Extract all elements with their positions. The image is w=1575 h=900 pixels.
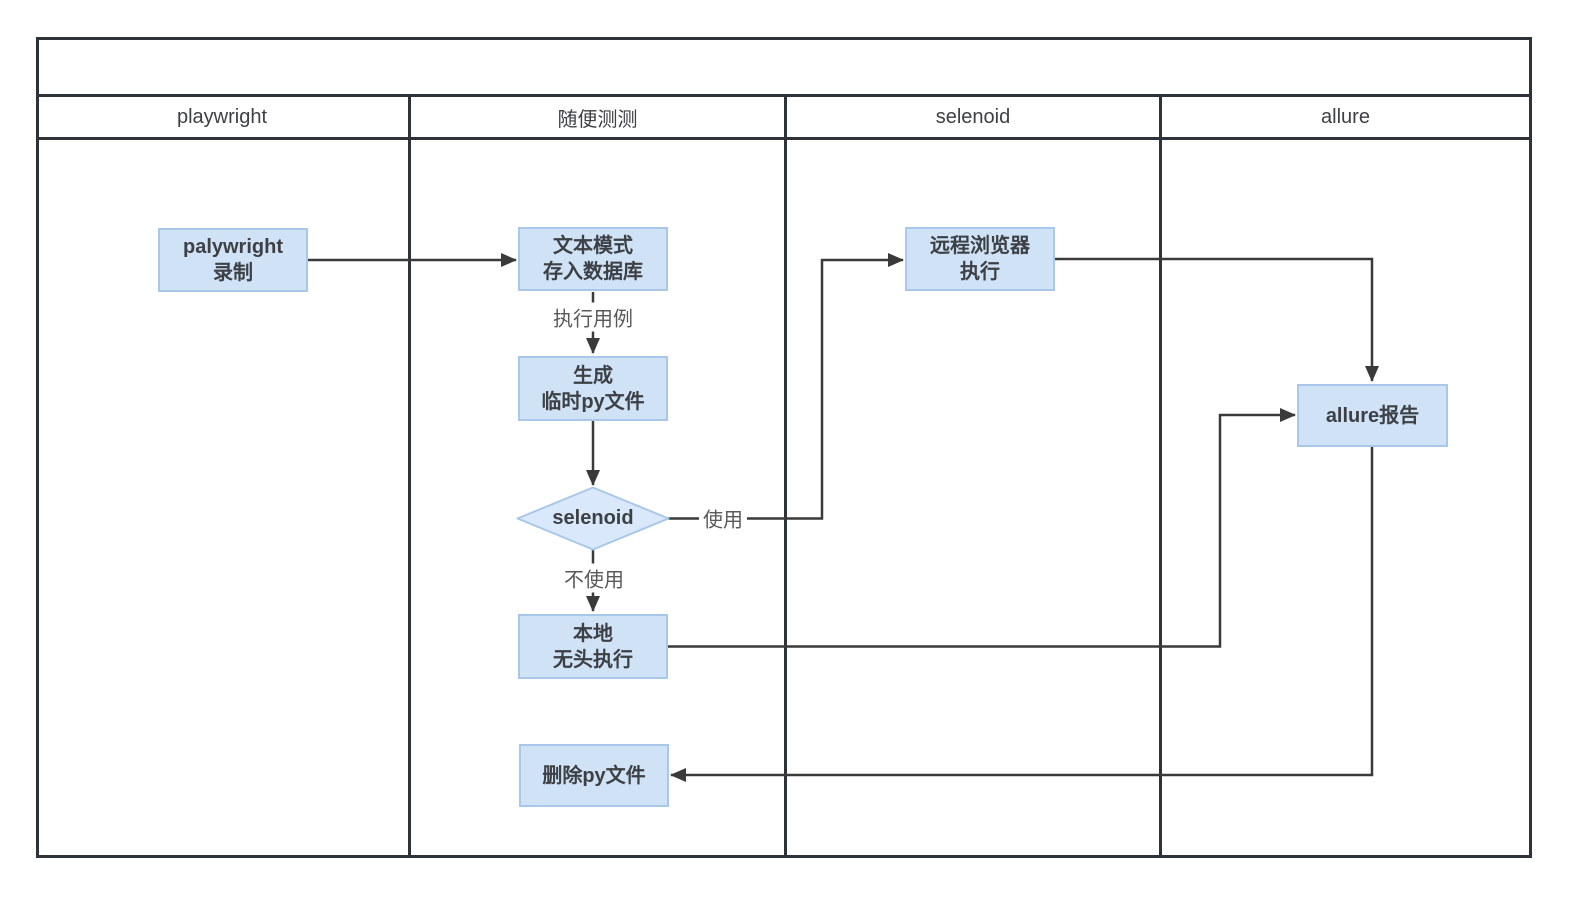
node-generate-temp-py: 生成 临时py文件 — [518, 356, 668, 421]
decision-selenoid-label: selenoid — [518, 488, 668, 549]
pool-title-row — [39, 40, 1529, 94]
node-label-line: 删除py文件 — [542, 764, 646, 787]
lane-header-playwright: playwright — [36, 97, 408, 137]
node-label-line: palywright — [182, 236, 283, 258]
node-label-line: 无头执行 — [553, 648, 633, 671]
node-label-line: 存入数据库 — [543, 261, 643, 283]
lane-header-label: selenoid — [935, 105, 1011, 128]
edge-label-not-use: 不使用 — [560, 563, 628, 593]
node-label-line: 临时py文件 — [541, 390, 645, 413]
node-label-line: 生成 — [573, 364, 613, 387]
node-save-to-database: 文本模式 存入数据库 — [518, 227, 668, 291]
node-label-line: 执行 — [960, 261, 1000, 283]
lane-header-label: playwright — [176, 105, 268, 128]
node-delete-py-file: 删除py文件 — [519, 744, 669, 807]
node-label-line: 远程浏览器 — [930, 235, 1030, 257]
lane-divider — [784, 94, 787, 858]
lane-header-selenoid: selenoid — [787, 97, 1159, 137]
node-local-headless-exec: 本地 无头执行 — [518, 614, 668, 679]
lane-divider — [408, 94, 411, 858]
node-allure-report: allure报告 — [1297, 384, 1448, 447]
lane-header-allure: allure — [1162, 97, 1529, 137]
node-playwright-record: palywright 录制 — [158, 228, 308, 292]
edge-label-execute-case: 执行用例 — [549, 302, 637, 332]
lane-header-suibiancece: 随便测测 — [411, 97, 784, 137]
node-label-line: allure报告 — [1325, 404, 1420, 427]
node-label-line: selenoid — [552, 507, 634, 529]
node-label-line: 文本模式 — [553, 235, 633, 257]
lane-header-label: 随便测测 — [557, 108, 638, 131]
node-remote-browser-exec: 远程浏览器 执行 — [905, 227, 1055, 291]
node-label-line: 本地 — [573, 622, 613, 645]
node-label-line: 录制 — [213, 262, 253, 284]
edge-label-use: 使用 — [699, 503, 747, 533]
lane-divider — [1159, 94, 1162, 858]
lane-header-label: allure — [1321, 105, 1370, 128]
